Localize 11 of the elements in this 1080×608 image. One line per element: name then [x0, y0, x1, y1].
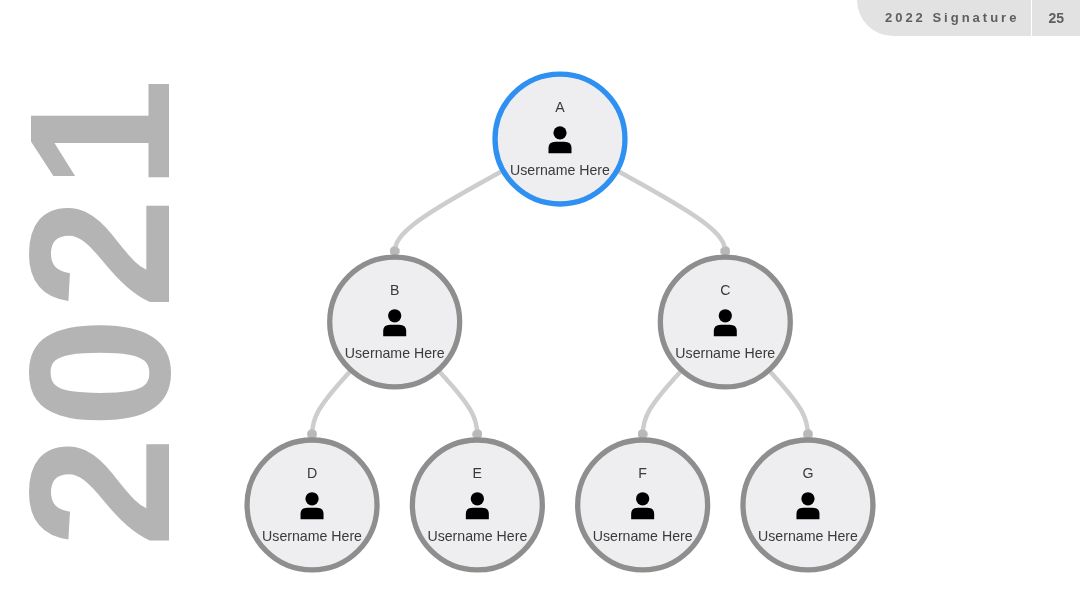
node-circle: B Username Here: [327, 254, 463, 390]
header-title: 2022 Signature: [884, 9, 1021, 27]
node-circle: F Username Here: [575, 437, 711, 573]
node-circle: A Username Here: [492, 71, 628, 207]
connector: [637, 368, 684, 440]
node-circle: E Username Here: [409, 437, 545, 573]
page-number: 25: [1031, 0, 1080, 36]
node-circle: G Username Here: [740, 437, 876, 573]
node-circle: D Username Here: [244, 437, 380, 573]
background-year: 2021: [15, 69, 185, 550]
node-circle: C Username Here: [657, 254, 793, 390]
